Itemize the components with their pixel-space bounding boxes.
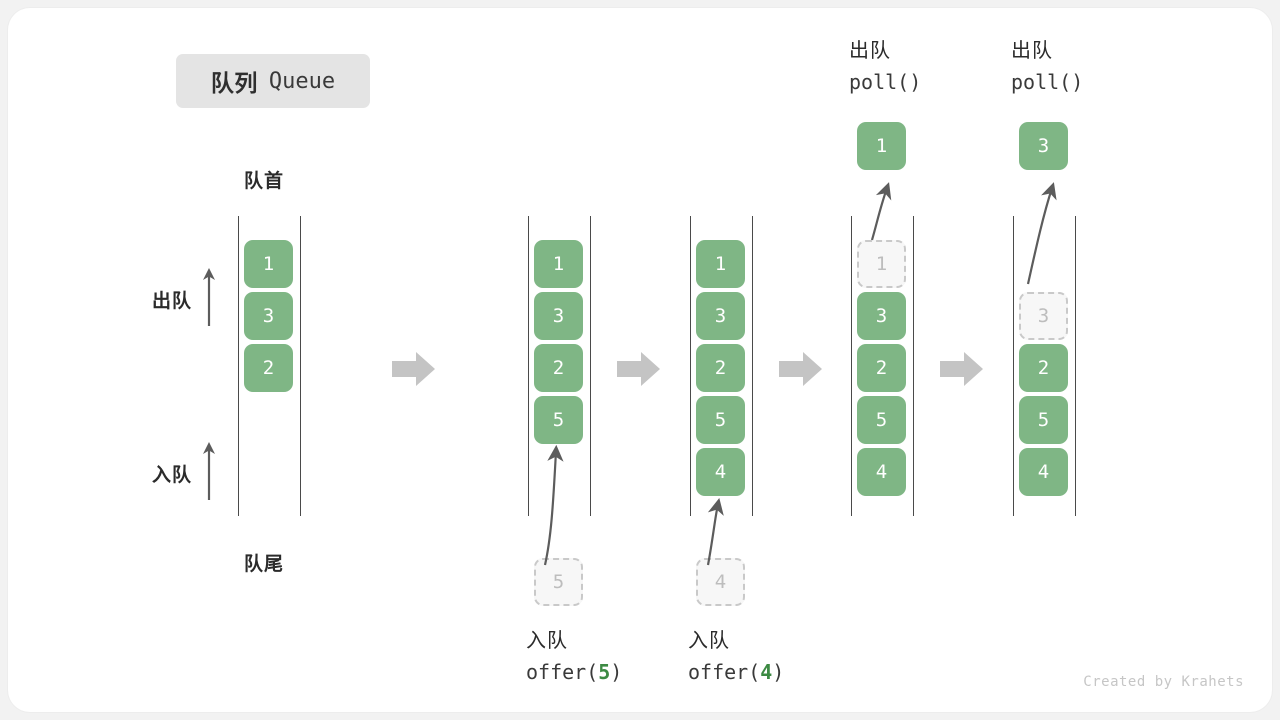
operation-caption: 入队 offer(5): [526, 626, 622, 688]
operation-caption-code: poll(): [1011, 67, 1083, 98]
code-prefix: poll(: [1011, 70, 1072, 94]
queue-tail-label: 队尾: [244, 554, 285, 575]
code-prefix: offer(: [688, 660, 761, 684]
code-prefix: poll(: [849, 70, 910, 94]
queue-rail-left: [690, 216, 691, 516]
popped-element: 3: [1019, 122, 1068, 170]
operation-caption-code: offer(5): [526, 657, 622, 688]
code-suffix: ): [1071, 70, 1084, 94]
queue-element: 4: [857, 448, 906, 496]
queue-element: 1: [696, 240, 745, 288]
operation-caption-chinese: 出队: [849, 40, 891, 62]
queue-rail-right: [1075, 216, 1076, 516]
popped-element: 1: [857, 122, 906, 170]
queue-element: 5: [1019, 396, 1068, 444]
queue-element: 2: [696, 344, 745, 392]
queue-element: 2: [857, 344, 906, 392]
queue-rail-left: [1013, 216, 1014, 516]
operation-caption-code: offer(4): [688, 657, 784, 688]
code-suffix: ): [772, 660, 785, 684]
queue-element: 3: [857, 292, 906, 340]
operation-caption-chinese: 入队: [688, 630, 730, 652]
arrow-poll-1: [870, 182, 892, 241]
queue-rail-left: [528, 216, 529, 516]
queue-rail-right: [300, 216, 301, 516]
operation-caption: 出队 poll(): [1011, 36, 1083, 98]
queue-rail-left: [851, 216, 852, 516]
operation-caption-chinese: 出队: [1011, 40, 1053, 62]
transition-arrow-icon: [390, 349, 438, 394]
incoming-element-ghost: 5: [534, 558, 583, 606]
footer-credit: Created by Krahets: [1083, 674, 1244, 690]
queue-element: 4: [696, 448, 745, 496]
operation-caption-code: poll(): [849, 67, 921, 98]
queue-rail-right: [913, 216, 914, 516]
queue-element: 1: [244, 240, 293, 288]
diagram-card: 队列 Queue 队首 队尾 出队 入队: [8, 8, 1272, 712]
dequeue-side-annotation: 出队: [152, 266, 217, 333]
code-suffix: ): [909, 70, 922, 94]
queue-element-ghost: 1: [857, 240, 906, 288]
arrow-offer-4: [706, 497, 724, 566]
queue-element: 1: [534, 240, 583, 288]
queue-element-ghost: 3: [1019, 292, 1068, 340]
enqueue-side-label: 入队: [152, 465, 193, 486]
queue-element: 3: [696, 292, 745, 340]
code-prefix: offer(: [526, 660, 599, 684]
queue-rail-left: [238, 216, 239, 516]
operation-caption-chinese: 入队: [526, 630, 568, 652]
incoming-element-ghost: 4: [696, 558, 745, 606]
queue-element: 5: [534, 396, 583, 444]
operation-caption: 出队 poll(): [849, 36, 921, 98]
queue-head-label: 队首: [244, 171, 285, 192]
title-english: Queue: [268, 68, 336, 94]
queue-element: 2: [244, 344, 293, 392]
queue-element: 2: [534, 344, 583, 392]
up-arrow-icon: [201, 440, 217, 507]
enqueue-side-annotation: 入队: [152, 440, 217, 507]
operation-caption: 入队 offer(4): [688, 626, 784, 688]
dequeue-side-label: 出队: [152, 291, 193, 312]
queue-element: 5: [857, 396, 906, 444]
code-suffix: ): [610, 660, 623, 684]
diagram-title-badge: 队列 Queue: [176, 54, 370, 108]
queue-element: 5: [696, 396, 745, 444]
title-chinese: 队列: [210, 70, 258, 96]
queue-element: 3: [244, 292, 293, 340]
transition-arrow-icon: [777, 349, 825, 394]
code-argument: 5: [598, 660, 611, 684]
queue-element: 3: [534, 292, 583, 340]
arrow-poll-3: [1026, 182, 1057, 285]
transition-arrow-icon: [938, 349, 986, 394]
code-argument: 4: [760, 660, 773, 684]
queue-element: 4: [1019, 448, 1068, 496]
transition-arrow-icon: [615, 349, 663, 394]
queue-element: 2: [1019, 344, 1068, 392]
queue-rail-right: [752, 216, 753, 516]
arrow-offer-5: [543, 444, 564, 566]
queue-rail-right: [590, 216, 591, 516]
up-arrow-icon: [201, 266, 217, 333]
